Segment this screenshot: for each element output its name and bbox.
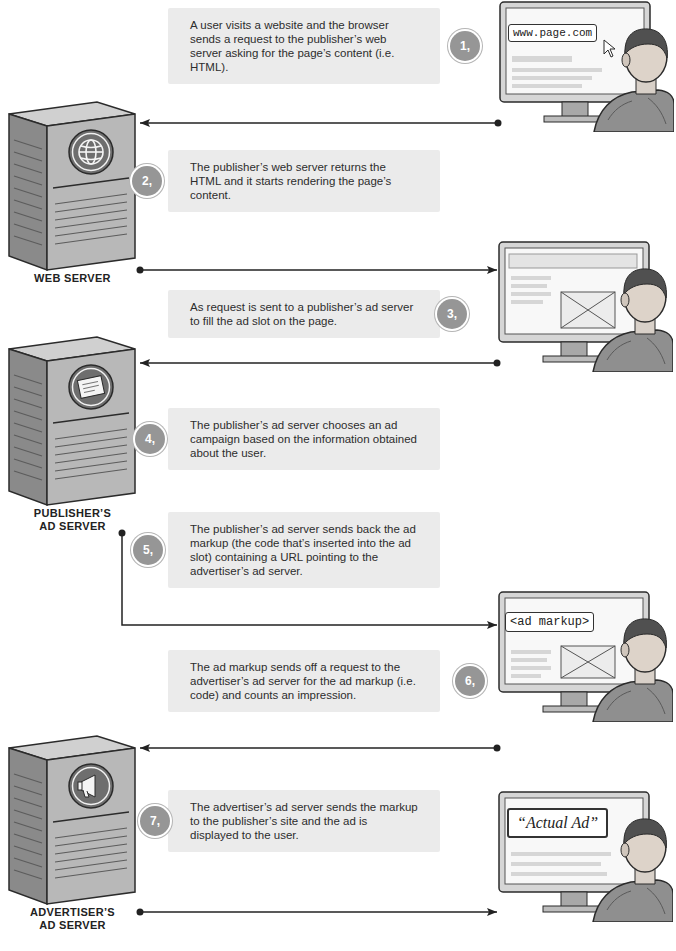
screen-text: <ad markup> bbox=[505, 612, 594, 632]
page-lines bbox=[511, 852, 611, 876]
browser-screen: <ad markup> bbox=[497, 588, 673, 756]
mouse-cursor bbox=[604, 40, 615, 57]
step-number: 1, bbox=[450, 31, 480, 61]
step-text: The ad markup sends off a request to the… bbox=[190, 660, 418, 702]
ad-slot-page bbox=[511, 646, 615, 678]
browser-screen: www.page.com bbox=[498, 0, 674, 132]
step-text: The publisher’s ad server chooses an ad … bbox=[190, 418, 418, 460]
server: ADVERTISER’S AD SERVER bbox=[5, 734, 140, 932]
step-box: 4,The publisher’s ad server chooses an a… bbox=[168, 408, 440, 470]
step-box: 2,The publisher’s web server returns the… bbox=[168, 150, 440, 212]
browser-screen: “Actual Ad” bbox=[497, 788, 673, 922]
server-label: ADVERTISER’S AD SERVER bbox=[25, 906, 121, 932]
step-box: 1,A user visits a website and the browse… bbox=[168, 8, 440, 84]
server: PUBLISHER’S AD SERVER bbox=[5, 335, 140, 533]
step-number: 3, bbox=[437, 299, 467, 329]
flow-arrow bbox=[140, 911, 497, 913]
server-label: PUBLISHER’S AD SERVER bbox=[25, 507, 121, 533]
step-box: 6,The ad markup sends off a request to t… bbox=[168, 650, 440, 712]
step-box: 7,The advertiser’s ad server sends the m… bbox=[168, 790, 440, 852]
screen-text: “Actual Ad” bbox=[507, 808, 608, 838]
user-at-monitor bbox=[499, 592, 673, 722]
connector-group bbox=[122, 123, 498, 912]
newspaper-icon bbox=[77, 376, 104, 399]
step-text: As request is sent to a publisher’s ad s… bbox=[190, 300, 418, 328]
user-at-monitor bbox=[499, 792, 673, 922]
step-number: 5, bbox=[133, 535, 163, 565]
megaphone-icon bbox=[78, 775, 95, 797]
step-text: The advertiser’s ad server sends the mar… bbox=[190, 800, 418, 842]
server: WEB SERVER bbox=[5, 100, 140, 285]
flow-arrow bbox=[140, 362, 497, 364]
web-server-tower bbox=[9, 102, 135, 270]
rendering-page bbox=[509, 254, 637, 328]
step-text: The publisher’s web server returns the H… bbox=[190, 160, 418, 202]
step-text: A user visits a website and the browser … bbox=[190, 18, 418, 74]
step-box: 5,The publisher’s ad server sends back t… bbox=[168, 512, 440, 588]
publisher-ad-server-tower bbox=[9, 337, 135, 505]
step-number: 6, bbox=[455, 666, 485, 696]
user-at-monitor bbox=[500, 2, 674, 132]
advertiser-ad-server-tower bbox=[9, 736, 135, 904]
flow-arrow bbox=[140, 747, 497, 749]
user-at-monitor bbox=[499, 242, 673, 372]
step-text: The publisher’s ad server sends back the… bbox=[190, 522, 418, 578]
step-number: 7, bbox=[140, 806, 170, 836]
screen-text: www.page.com bbox=[508, 24, 597, 42]
step-number: 2, bbox=[132, 166, 162, 196]
step-box: 3,As request is sent to a publisher’s ad… bbox=[168, 290, 440, 338]
server-label: WEB SERVER bbox=[25, 272, 121, 285]
browser-screen bbox=[497, 238, 673, 372]
globe-icon bbox=[79, 140, 103, 164]
flow-arrow bbox=[140, 269, 497, 271]
page-lines bbox=[512, 56, 602, 88]
flow-arrow bbox=[140, 122, 498, 124]
step-number: 4, bbox=[135, 424, 165, 454]
